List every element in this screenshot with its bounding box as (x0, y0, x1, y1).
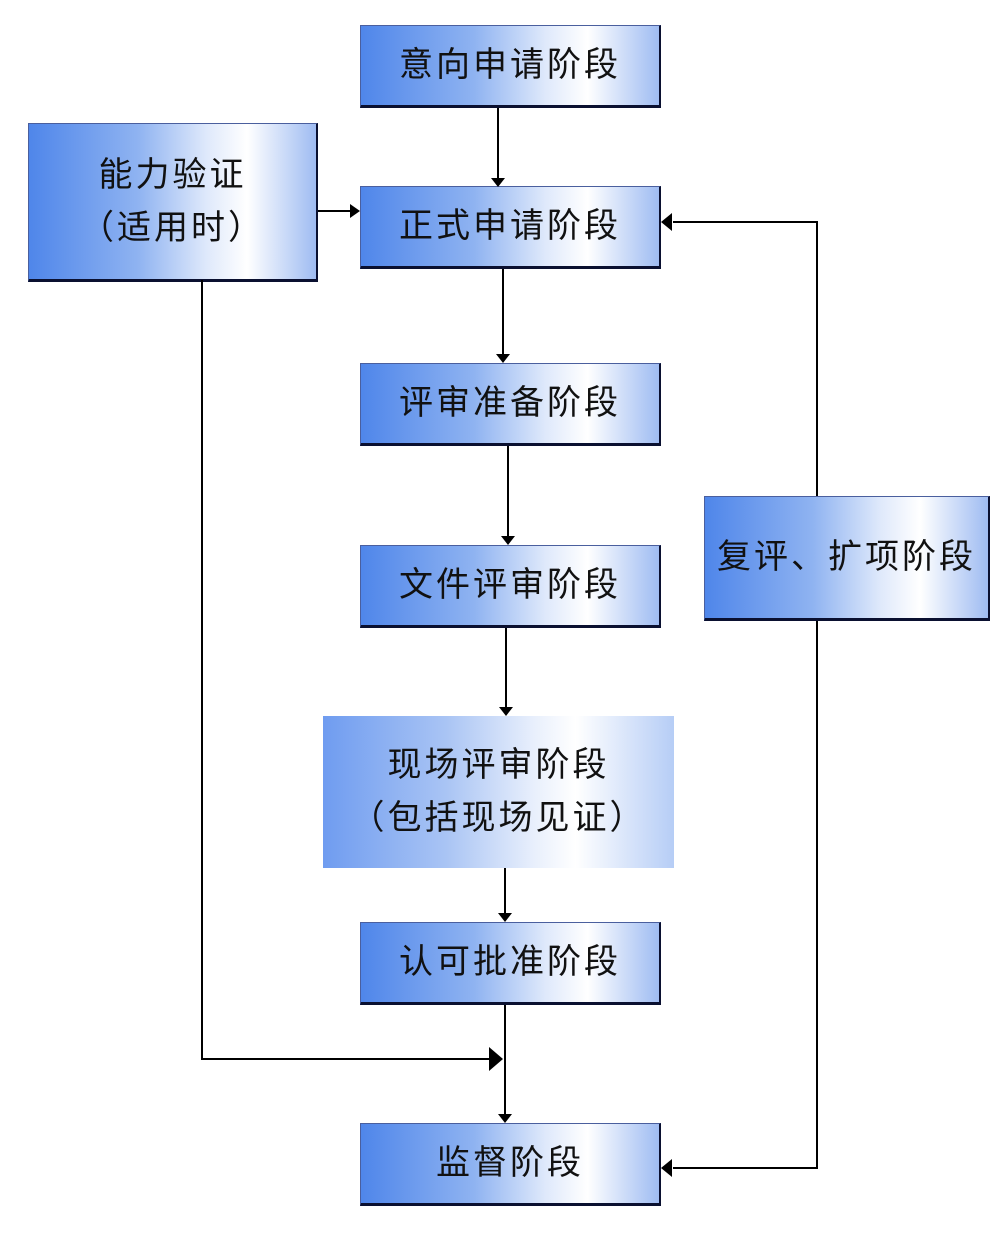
document-review-stage-label: 文件评审阶段 (399, 565, 621, 606)
proficiency-testing-box: 能力验证 （适用时） (28, 123, 318, 282)
arrowhead-onsite-to-approval (498, 913, 512, 922)
arrowhead-formal-to-review-prep (496, 354, 510, 363)
surveillance-stage-label: 监督阶段 (436, 1143, 584, 1184)
arrow-reassessment-to-surveillance (673, 621, 818, 1169)
arrowhead-proficiency-join (489, 1047, 503, 1071)
arrow-reassessment-to-formal (673, 221, 818, 496)
arrowhead-reassessment-to-surveillance (661, 1159, 672, 1177)
reassessment-extension-stage-box: 复评、扩项阶段 (704, 496, 990, 621)
onsite-review-stage-label: 现场评审阶段 (387, 745, 610, 786)
surveillance-stage-box: 监督阶段 (360, 1123, 661, 1206)
proficiency-testing-label: 能力验证 (98, 154, 247, 195)
arrowhead-proficiency-to-formal (350, 204, 360, 218)
arrowhead-approval-to-surveillance (498, 1114, 512, 1123)
formal-application-stage-label: 正式申请阶段 (399, 206, 621, 247)
arrowhead-review-prep-to-document (501, 536, 515, 545)
formal-application-stage-box: 正式申请阶段 (360, 186, 661, 269)
accreditation-approval-stage-label: 认可批准阶段 (399, 942, 621, 983)
accreditation-approval-stage-box: 认可批准阶段 (360, 922, 661, 1005)
review-preparation-stage-label: 评审准备阶段 (399, 383, 621, 424)
proficiency-testing-note: （适用时） (80, 207, 265, 248)
intent-application-stage-box: 意向申请阶段 (360, 25, 661, 108)
arrowhead-intent-to-formal (491, 178, 505, 187)
review-preparation-stage-box: 评审准备阶段 (360, 363, 661, 446)
onsite-review-stage-box: 现场评审阶段 （包括现场见证） (323, 716, 674, 868)
arrowhead-document-to-onsite (499, 707, 513, 716)
arrowhead-reassessment-to-formal (661, 213, 672, 231)
onsite-review-stage-note: （包括现场见证） (350, 798, 647, 838)
intent-application-stage-label: 意向申请阶段 (399, 45, 621, 86)
document-review-stage-box: 文件评审阶段 (360, 545, 661, 628)
arrow-proficiency-to-surveillance (201, 280, 492, 1060)
reassessment-extension-stage-label: 复评、扩项阶段 (717, 537, 976, 578)
